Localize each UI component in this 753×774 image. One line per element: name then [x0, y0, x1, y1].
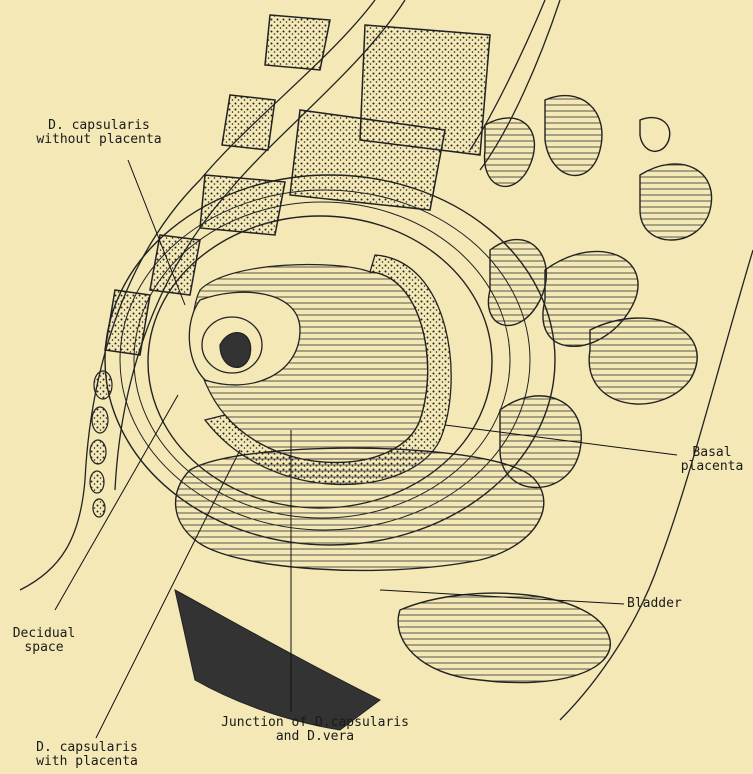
label-capsularis-without-line1: D. capsularis — [4, 119, 194, 133]
label-decidual-space: Decidual space — [6, 627, 82, 655]
label-capsularis-without-placenta: D. capsularis without placenta — [4, 119, 194, 147]
label-basal-placenta: Basal placenta — [672, 446, 752, 474]
label-bladder: Bladder — [627, 597, 682, 611]
label-capsularis-with-line2: with placenta — [22, 755, 152, 769]
label-capsularis-with-line1: D. capsularis — [22, 741, 152, 755]
label-junction-line1: Junction of D.capsularis — [210, 716, 420, 730]
label-capsularis-with-placenta: D. capsularis with placenta — [22, 741, 152, 769]
label-bladder-text: Bladder — [627, 597, 682, 611]
label-junction-line2: and D.vera — [210, 730, 420, 744]
label-basal-line2: placenta — [672, 460, 752, 474]
label-capsularis-without-line2: without placenta — [4, 133, 194, 147]
pelvic-floor — [175, 590, 380, 730]
label-decidual-line1: Decidual — [6, 627, 82, 641]
label-basal-line1: Basal — [672, 446, 752, 460]
label-junction: Junction of D.capsularis and D.vera — [210, 716, 420, 744]
intestinal-loops — [485, 96, 712, 488]
label-decidual-line2: space — [6, 641, 82, 655]
